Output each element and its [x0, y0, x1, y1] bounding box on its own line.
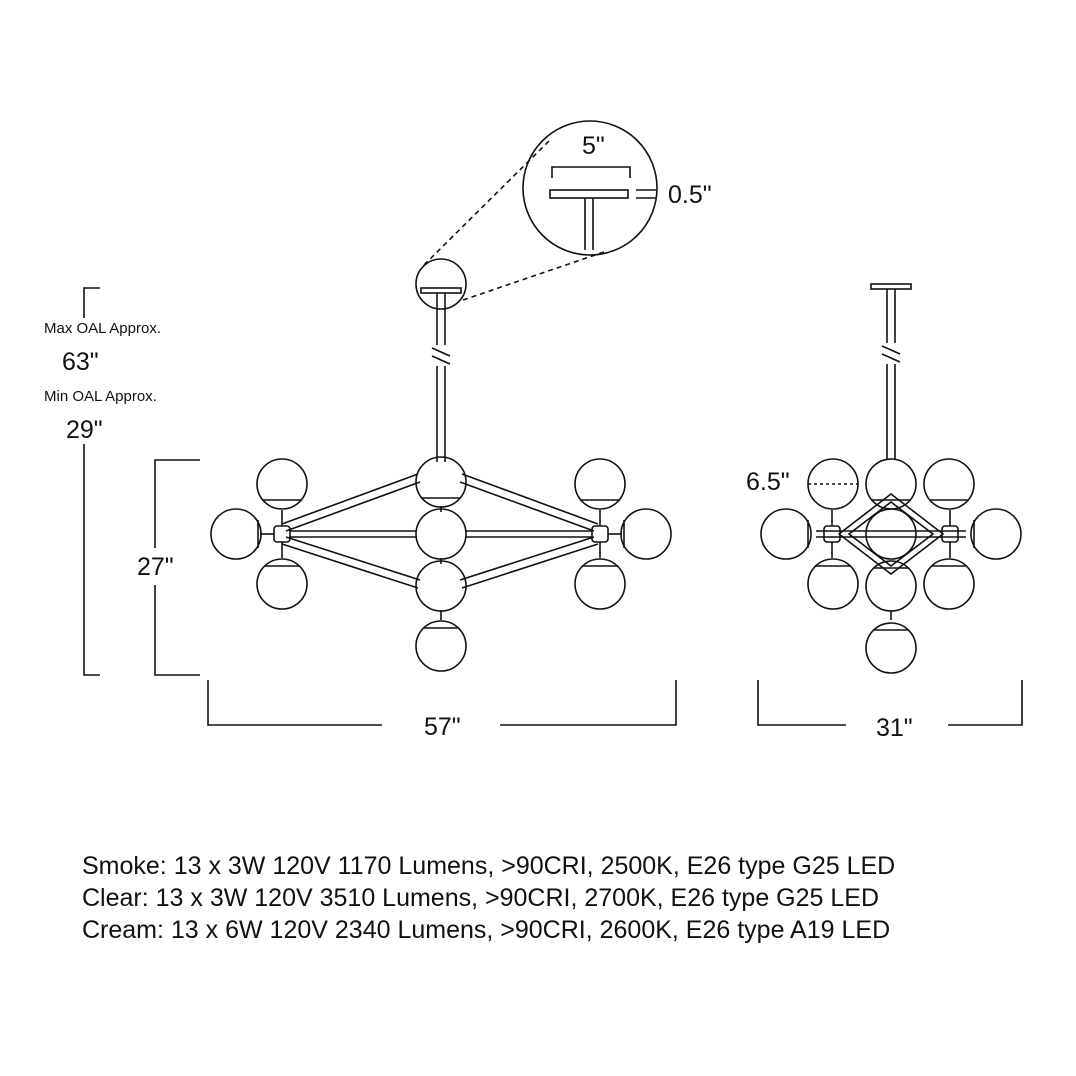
canopy-height-label: 0.5"	[668, 181, 712, 209]
front-globes	[210, 456, 672, 672]
max-oal-label: Max OAL Approx.	[44, 320, 161, 337]
globe	[256, 458, 308, 510]
globe	[923, 458, 975, 510]
globe	[865, 560, 917, 612]
canopy-width-label: 5"	[582, 132, 605, 160]
globe	[415, 620, 467, 672]
globe	[807, 558, 859, 610]
globe	[923, 558, 975, 610]
detail-source-circle	[415, 258, 467, 310]
globe	[574, 458, 626, 510]
height-bracket	[154, 459, 200, 676]
globe-diameter-label: 6.5"	[746, 468, 790, 496]
side-canopy	[870, 283, 912, 290]
spec-line-cream: Cream: 13 x 6W 120V 2340 Lumens, >90CRI,…	[82, 916, 891, 944]
canopy-width-bracket	[551, 166, 631, 178]
side-globes	[760, 458, 1022, 674]
side-frame	[816, 492, 966, 620]
globe	[760, 508, 812, 560]
front-view	[207, 287, 677, 726]
min-oal-label: Min OAL Approx.	[44, 388, 157, 405]
side-width-bracket	[757, 680, 846, 726]
globe	[970, 508, 1022, 560]
canopy-plate	[549, 189, 629, 199]
globe	[415, 456, 467, 508]
globe	[865, 508, 917, 560]
oal-bracket	[83, 287, 100, 676]
front-width-bracket	[207, 680, 382, 726]
max-oal-value: 63"	[62, 348, 99, 376]
globe	[256, 558, 308, 610]
min-oal-value: 29"	[66, 416, 103, 444]
globe	[415, 508, 467, 560]
globe	[865, 622, 917, 674]
globe	[574, 558, 626, 610]
side-view	[757, 283, 1023, 726]
globe	[415, 560, 467, 612]
front-frame	[260, 473, 622, 620]
canopy-detail-callout	[415, 120, 658, 310]
globe	[210, 508, 262, 560]
spec-line-smoke: Smoke: 13 x 3W 120V 1170 Lumens, >90CRI,…	[82, 852, 896, 880]
globe	[620, 508, 672, 560]
spec-line-clear: Clear: 13 x 3W 120V 3510 Lumens, >90CRI,…	[82, 884, 879, 912]
height-label: 27"	[137, 553, 174, 581]
front-width-label: 57"	[424, 713, 461, 741]
side-width-label: 31"	[876, 714, 913, 742]
front-canopy	[420, 287, 462, 294]
detail-circle	[522, 120, 658, 256]
